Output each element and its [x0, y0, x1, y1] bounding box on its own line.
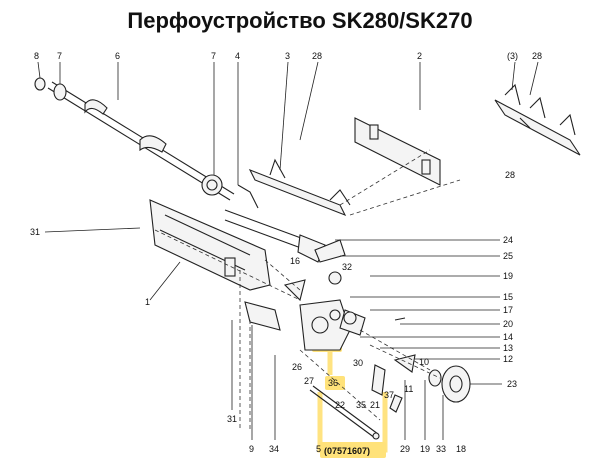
long-rod — [309, 385, 380, 440]
callout-1: 1 — [145, 297, 150, 307]
callout-14: 14 — [503, 332, 513, 342]
callout-28a: 28 — [312, 51, 322, 61]
callout-29: 29 — [400, 444, 410, 454]
callout-28b: 28 — [532, 51, 542, 61]
callout-2: 2 — [417, 51, 422, 61]
callout-31a: 31 — [30, 227, 40, 237]
callout-8: 8 — [34, 51, 39, 61]
callout-12: 12 — [503, 354, 513, 364]
bracket-2 — [354, 117, 441, 186]
main-frame — [149, 199, 281, 331]
callout-21: 21 — [370, 400, 380, 410]
callout-numbers: 8 7 6 7 4 3 28 2 (3) 28 28 31 1 24 25 16… — [30, 51, 542, 456]
callout-33: 33 — [436, 444, 446, 454]
callout-34: 34 — [269, 444, 279, 454]
callout-7: 7 — [57, 51, 62, 61]
callout-25: 25 — [503, 251, 513, 261]
callout-28c: 28 — [505, 170, 515, 180]
callout-22: 22 — [335, 400, 345, 410]
callout-16: 16 — [290, 256, 300, 266]
part-number-label: (07571607) — [324, 446, 370, 456]
callout-4: 4 — [235, 51, 240, 61]
callout-35: 35 — [356, 400, 366, 410]
part-highlight — [312, 338, 388, 458]
callout-24: 24 — [503, 235, 513, 245]
callout-3: 3 — [285, 51, 290, 61]
page-title: Перфоустройство SK280/SK270 — [127, 8, 473, 33]
rail-3 — [494, 83, 581, 156]
callout-3-paren: (3) — [507, 51, 518, 61]
leader-lines — [37, 61, 539, 440]
callout-19: 19 — [503, 271, 513, 281]
callout-31b: 31 — [227, 414, 237, 424]
callout-11: 11 — [404, 384, 413, 394]
callout-26: 26 — [292, 362, 302, 372]
callout-37: 37 — [384, 390, 394, 400]
callout-19b: 19 — [420, 444, 430, 454]
callout-5: 5 — [316, 444, 321, 454]
callout-27: 27 — [304, 376, 314, 386]
callout-17: 17 — [503, 305, 513, 315]
callout-7b: 7 — [211, 51, 216, 61]
callout-36: 36 — [328, 378, 338, 388]
callout-10: 10 — [419, 357, 429, 367]
roller-shaft — [34, 77, 235, 201]
callout-23: 23 — [507, 379, 517, 389]
callout-9: 9 — [249, 444, 254, 454]
callout-20: 20 — [503, 319, 513, 329]
gear-assembly — [343, 311, 471, 413]
callout-32: 32 — [342, 262, 352, 272]
callout-18: 18 — [456, 444, 466, 454]
callout-6: 6 — [115, 51, 120, 61]
callout-15: 15 — [503, 292, 513, 302]
callout-30: 30 — [353, 358, 363, 368]
callout-13: 13 — [503, 343, 513, 353]
dashed-lines — [154, 149, 461, 430]
